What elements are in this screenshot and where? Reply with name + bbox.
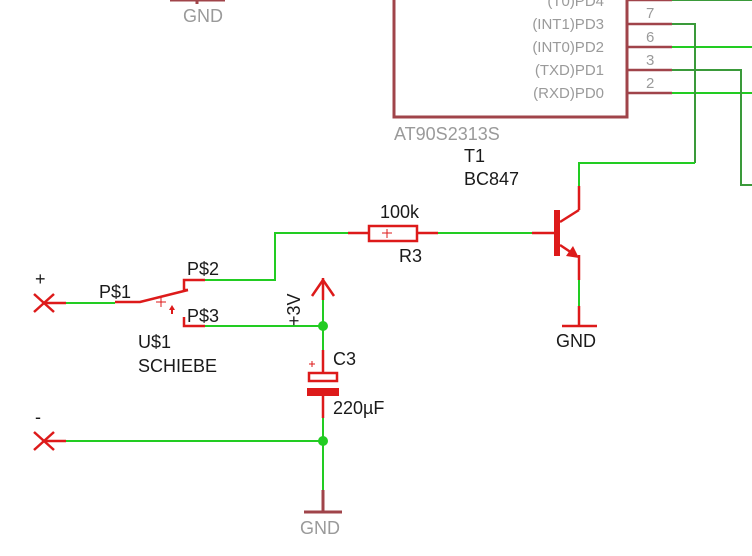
switch-pin-p1: P$1	[99, 282, 131, 302]
ic-pin-number-6: 6	[646, 29, 654, 46]
ic-at90s2313: (T0)PD4 (INT1)PD3 (INT0)PD2 (TXD)PD1 (RX…	[392, 0, 672, 144]
gnd-transistor-label: GND	[556, 331, 596, 351]
resistor-value: 100k	[380, 202, 420, 222]
ic-pin-number-3: 3	[646, 52, 654, 69]
switch-pin-p2: P$2	[187, 259, 219, 279]
ic-pin-label-pd1: (TXD)PD1	[535, 62, 604, 79]
supply-label: +3V	[284, 293, 304, 326]
gnd-cap-label: GND	[300, 518, 340, 538]
supply-3v: +3V	[205, 277, 336, 331]
gnd-symbol-cap: GND	[300, 441, 342, 538]
transistor-value: BC847	[464, 169, 519, 189]
ic-pin-label-pd0: (RXD)PD0	[533, 85, 604, 102]
transistor-t1: T1 BC847 GND	[464, 146, 597, 351]
switch-pin-p3: P$3	[187, 306, 219, 326]
gnd-symbol-top: GND	[170, 0, 225, 26]
switch-value: SCHIEBE	[138, 356, 217, 376]
ic-body	[392, 0, 629, 119]
ic-pin-label-pd3: (INT1)PD3	[532, 16, 604, 33]
ic-pin-label-pd2: (INT0)PD2	[532, 39, 604, 56]
capacitor-c3: C3 220µF	[307, 326, 384, 446]
wire-switch-r3	[205, 232, 348, 281]
terminal-plus-label: +	[35, 269, 46, 289]
transistor-name: T1	[464, 146, 485, 166]
capacitor-name: C3	[333, 349, 356, 369]
ic-name-label: AT90S2313S	[394, 124, 500, 144]
terminal-minus: -	[33, 407, 323, 451]
ic-pin-label-pd4: (T0)PD4	[547, 0, 604, 10]
ic-pin-number-7: 7	[646, 5, 654, 22]
capacitor-value: 220µF	[333, 398, 384, 418]
switch-u1: P$1 P$2 P$3 U$1 SCHIEBE	[99, 259, 219, 376]
switch-name: U$1	[138, 332, 171, 352]
terminal-plus: +	[33, 269, 115, 313]
resistor-r3: 100k R3	[348, 202, 438, 266]
ic-pin-number-2: 2	[646, 75, 654, 92]
resistor-name: R3	[399, 246, 422, 266]
ic-net-wires	[578, 0, 752, 186]
gnd-top-label: GND	[183, 6, 223, 26]
terminal-minus-label: -	[35, 407, 41, 427]
